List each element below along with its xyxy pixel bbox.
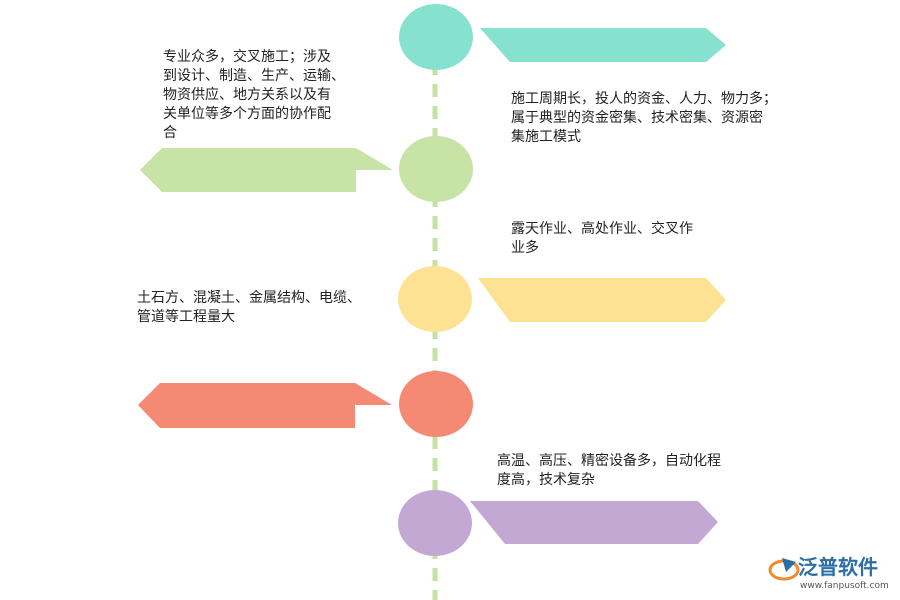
logo-name: 泛普软件	[798, 555, 878, 579]
timeline-node-1	[399, 4, 473, 70]
timeline-node-2	[399, 136, 473, 202]
item-2-text: 专业众多，交叉施工；涉及 到设计、制造、生产、运输、 物资供应、地方关系以及有 …	[163, 49, 345, 141]
timeline-node-5	[398, 490, 472, 556]
arrow-banner-4	[138, 383, 392, 428]
logo-url: www.fanpusoft.com	[800, 581, 889, 591]
arrow-banner-2	[140, 148, 393, 192]
arrow-banner-1	[480, 28, 726, 62]
item-1-text: 施工周期长，投人的资金、人力、物力多； 属于典型的资金密集、技术密集、资源密 集…	[511, 91, 777, 145]
item-3-text: 露天作业、高处作业、交叉作 业多	[511, 221, 693, 256]
arrow-banner-3	[478, 278, 726, 322]
timeline-node-3	[398, 266, 472, 332]
fanpu-logo-icon	[768, 558, 800, 581]
timeline-node-4	[399, 371, 473, 437]
item-4-text: 土石方、混凝土、金属结构、电缆、 管道等工程量大	[137, 290, 361, 325]
item-5-text: 高温、高压、精密设备多，自动化程 度高，技术复杂	[497, 453, 721, 488]
logo-leaf	[782, 558, 796, 572]
arrow-banner-5	[470, 501, 718, 544]
